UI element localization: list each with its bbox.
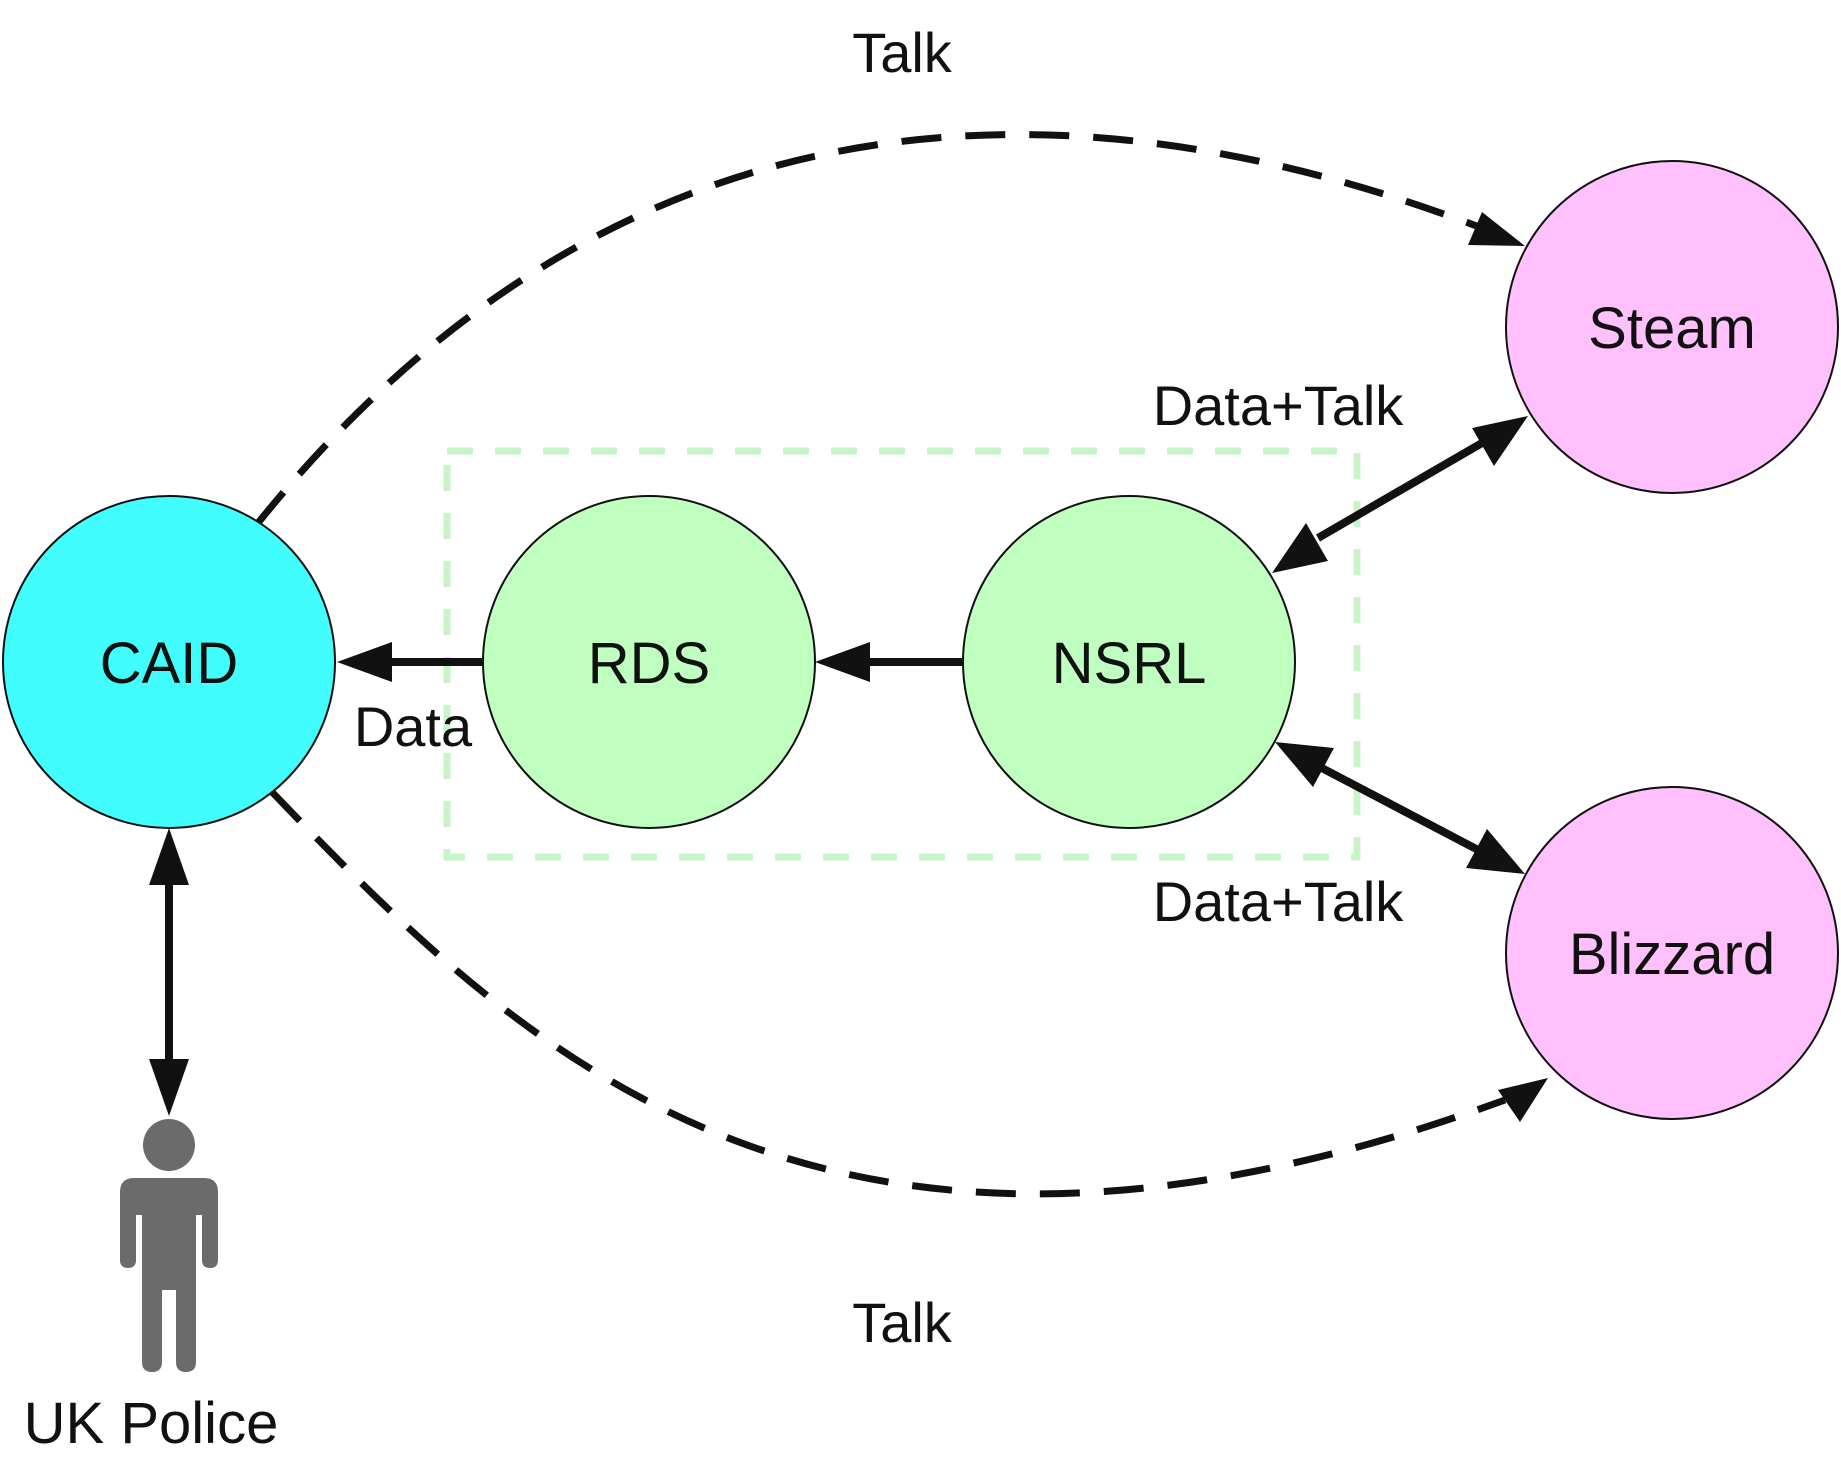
edge-nsrl-steam: [1315, 439, 1485, 542]
edge-rds-caid-arrowhead: [337, 642, 392, 682]
edge-nsrl-rds-arrowhead: [815, 642, 870, 682]
edge-nsrl-blizzard-arrowhead-end: [1466, 829, 1525, 874]
edge-nsrl-steam-arrowhead-start: [1272, 523, 1328, 573]
node-steam: [1505, 160, 1839, 494]
edge-caid-police-arrowhead-end: [149, 1059, 189, 1116]
node-blizzard-label: Blizzard: [1569, 922, 1775, 987]
node-rds: [482, 495, 816, 829]
node-nsrl-label: NSRL: [1052, 631, 1207, 696]
edge-caid-blizzard-talk: [269, 789, 1507, 1198]
edge-caid-steam-talk: [255, 131, 1502, 526]
edge-nsrl-blizzard: [1316, 762, 1484, 856]
edge-caid-blizzard-arrowhead: [1498, 1078, 1548, 1122]
edge-nsrl-steam-arrowhead-end: [1472, 416, 1528, 466]
actor-label: UK Police: [24, 1391, 279, 1456]
nsrl-group-box: [443, 447, 1361, 861]
edge-nsrl-blizzard-arrowhead-start: [1275, 742, 1334, 787]
node-nsrl: [962, 495, 1296, 829]
edge-label-blizzard-datatalk: Data+Talk: [1153, 870, 1405, 933]
edge-label-bottom-talk: Talk: [852, 1291, 953, 1354]
edge-caid-steam-arrowhead: [1468, 212, 1525, 246]
edge-label-steam-datatalk: Data+Talk: [1153, 374, 1405, 437]
edge-caid-police-arrowhead-start: [149, 828, 189, 885]
node-blizzard: [1505, 786, 1839, 1120]
node-steam-label: Steam: [1588, 296, 1756, 361]
node-rds-label: RDS: [588, 631, 710, 696]
person-icon: [120, 1119, 218, 1372]
node-caid: [2, 495, 336, 829]
node-caid-label: CAID: [100, 631, 239, 696]
edge-label-top-talk: Talk: [852, 21, 953, 84]
edge-label-data: Data: [354, 695, 473, 758]
